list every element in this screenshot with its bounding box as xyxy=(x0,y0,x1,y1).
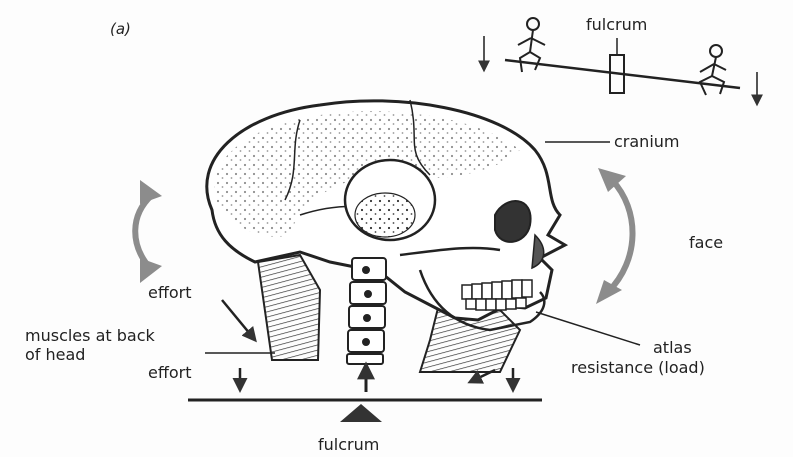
label-face: face xyxy=(689,233,723,252)
grey-arrow-right xyxy=(596,168,633,304)
effort-arrow-upper xyxy=(222,300,255,340)
label-fulcrum-top: fulcrum xyxy=(586,15,647,34)
atlas-leader xyxy=(536,312,640,345)
panel-label: (a) xyxy=(110,20,131,39)
label-muscles-line1: muscles at back xyxy=(25,326,155,345)
label-effort-lower: effort xyxy=(148,363,192,382)
label-resistance: resistance (load) xyxy=(571,358,705,377)
fulcrum-triangle xyxy=(340,404,382,422)
label-fulcrum-bottom: fulcrum xyxy=(318,435,379,454)
orbit xyxy=(495,201,531,242)
teeth xyxy=(462,280,532,310)
label-atlas: atlas xyxy=(653,338,692,357)
label-cranium: cranium xyxy=(614,132,680,151)
grey-arrow-left xyxy=(135,180,162,283)
label-muscles-line2: of head xyxy=(25,345,85,364)
cervical-spine xyxy=(347,258,386,364)
seesaw-person-right xyxy=(700,45,726,95)
skull xyxy=(207,100,565,372)
neck-muscle-back xyxy=(258,255,320,360)
label-effort-upper: effort xyxy=(148,283,192,302)
